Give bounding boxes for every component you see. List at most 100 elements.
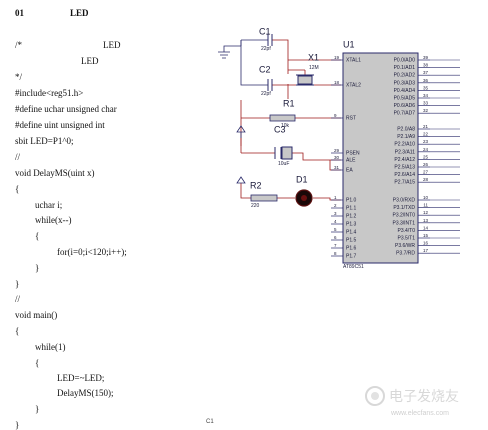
pin-number-right: 26 [423,162,429,167]
c1-name: C1 [259,28,271,36]
pin-number-right: 13 [423,218,429,223]
pin-number-left: 8 [334,251,337,256]
pin-number-right: 35 [423,85,429,90]
pin-label-left: P1.3 [346,222,357,228]
pin-label-left: P1.2 [346,214,357,220]
code-line-uchar-i: uchar i; [35,200,63,210]
code-line-sbit: sbit LED=P1^0; [15,136,74,146]
pin-label-right: P3.6/WR [395,243,415,249]
pin-label-right: P0.2/AD2 [394,73,416,79]
pin-label-left: P1.5 [346,238,357,244]
pin-label-left: P1.1 [346,206,357,212]
wire [272,39,289,60]
r1-name: R1 [283,98,295,108]
pin-number-left: 31 [334,165,340,170]
pin-number-right: 12 [423,210,429,215]
code-line-toggle: LED=~LED; [57,373,105,383]
pin-number-right: 34 [423,93,429,98]
pin-number-right: 38 [423,63,429,68]
pin-label-right: P0.6/AD6 [394,103,416,109]
comment-close: */ [15,72,23,82]
pin-label-right: P0.3/AD3 [394,80,416,86]
c1-value: 22pf [261,46,271,52]
pin-label-right: P0.4/AD4 [394,88,416,94]
pin-number-right: 25 [423,154,429,159]
pin-number-right: 10 [423,195,429,200]
pin-number-right: 23 [423,139,429,144]
pin-label-left: P1.0 [346,198,357,204]
code-line-comment-2: // [15,294,21,304]
pin-number-right: 39 [423,55,429,60]
pin-label-right: P2.7/A15 [394,180,415,186]
code-line-define-uint: #define uint unsigned int [15,120,105,130]
pin-label-right: P0.0/AD0 [394,58,416,64]
pin-label-right: P3.5/T1 [397,236,415,242]
comment-line-2: LED [81,56,99,66]
pin-label-left: RST [346,116,356,122]
pin-label-right: P3.7/RD [396,251,415,257]
pin-label-right: P3.0/RXD [393,198,416,204]
c2-value: 22pf [261,91,271,97]
chip-at89c51 [342,52,419,264]
code-line-while-x: while(x--) [35,215,72,225]
pin-label-right: P2.3/A11 [395,149,415,155]
capacitor-c3 [274,147,282,159]
code-listing: 01 LED /* LED LED */ #include<reg51.h> #… [15,8,205,430]
watermark-text: 电子发烧友 [389,389,459,405]
comment-open: /* [15,40,23,50]
pin-label-right: P0.5/AD5 [394,96,416,102]
pin-label-left: P1.6 [346,246,357,252]
u1-name: U1 [343,39,355,49]
pin-number-right: 28 [423,177,429,182]
capacitor-c1 [267,34,273,46]
pin-number-left: 29 [334,148,340,153]
pin-label-right: P2.2/A10 [394,142,415,148]
pin-label-right: P2.0/A8 [397,127,415,133]
code-line-include: #include<reg51.h> [15,88,84,98]
heading-number: 01 [15,8,24,18]
pin-number-left: 9 [334,113,337,118]
resistor-r1 [269,114,296,122]
pin-number-right: 14 [423,225,429,230]
circuit-schematic: C1 22pf C2 22pf X1 12M R1 10k C3 10uF R2… [218,28,460,270]
pin-label-left: EA [346,168,353,174]
resistor-r2 [250,194,278,202]
pin-number-right: 33 [423,101,429,106]
r2-name: R2 [250,180,262,190]
code-line-brace-close-4: } [35,404,40,414]
code-line-comment-1: // [15,152,21,162]
code-line-brace-open-2: { [35,231,40,241]
code-line-brace-close-3: } [15,420,20,430]
pin-label-right: P3.4/T0 [397,228,415,234]
pin-label-right: P3.2/INT0 [392,213,415,219]
code-line-delay-call: DelayMS(150); [57,388,114,398]
pin-number-right: 15 [423,233,429,238]
led-d1-core [301,195,307,201]
pin-number-left: 5 [334,227,337,232]
pin-label-right: P3.3/INT1 [392,220,415,226]
pin-number-left: 18 [334,80,340,85]
pin-number-right: 27 [423,170,429,175]
pin-label-right: P2.1/A9 [397,134,415,140]
pin-number-right: 22 [423,132,429,137]
pin-label-left: ALE [346,158,356,164]
pin-number-left: 3 [334,211,337,216]
code-line-define-uchar: #define uchar unsigned char [15,104,117,114]
c2-name: C2 [259,64,271,74]
pin-number-right: 37 [423,70,429,75]
r2-value: 220 [251,203,260,209]
pin-label-right: P0.7/AD7 [394,111,416,117]
pin-label-left: XTAL2 [346,83,361,89]
pin-number-right: 32 [423,108,429,113]
crystal-x1 [297,75,313,85]
x1-name: X1 [308,52,319,62]
pin-label-left: PSEN [346,151,360,157]
pin-number-left: 1 [334,195,337,200]
wire [287,60,306,76]
code-line-brace-open-4: { [35,358,40,368]
pin-label-right: P2.5/A13 [394,165,415,171]
pin-number-right: 11 [423,203,428,208]
code-line-brace-close-2: } [35,263,40,273]
pin-number-left: 7 [334,243,337,248]
code-line-brace-open-1: { [15,184,20,194]
